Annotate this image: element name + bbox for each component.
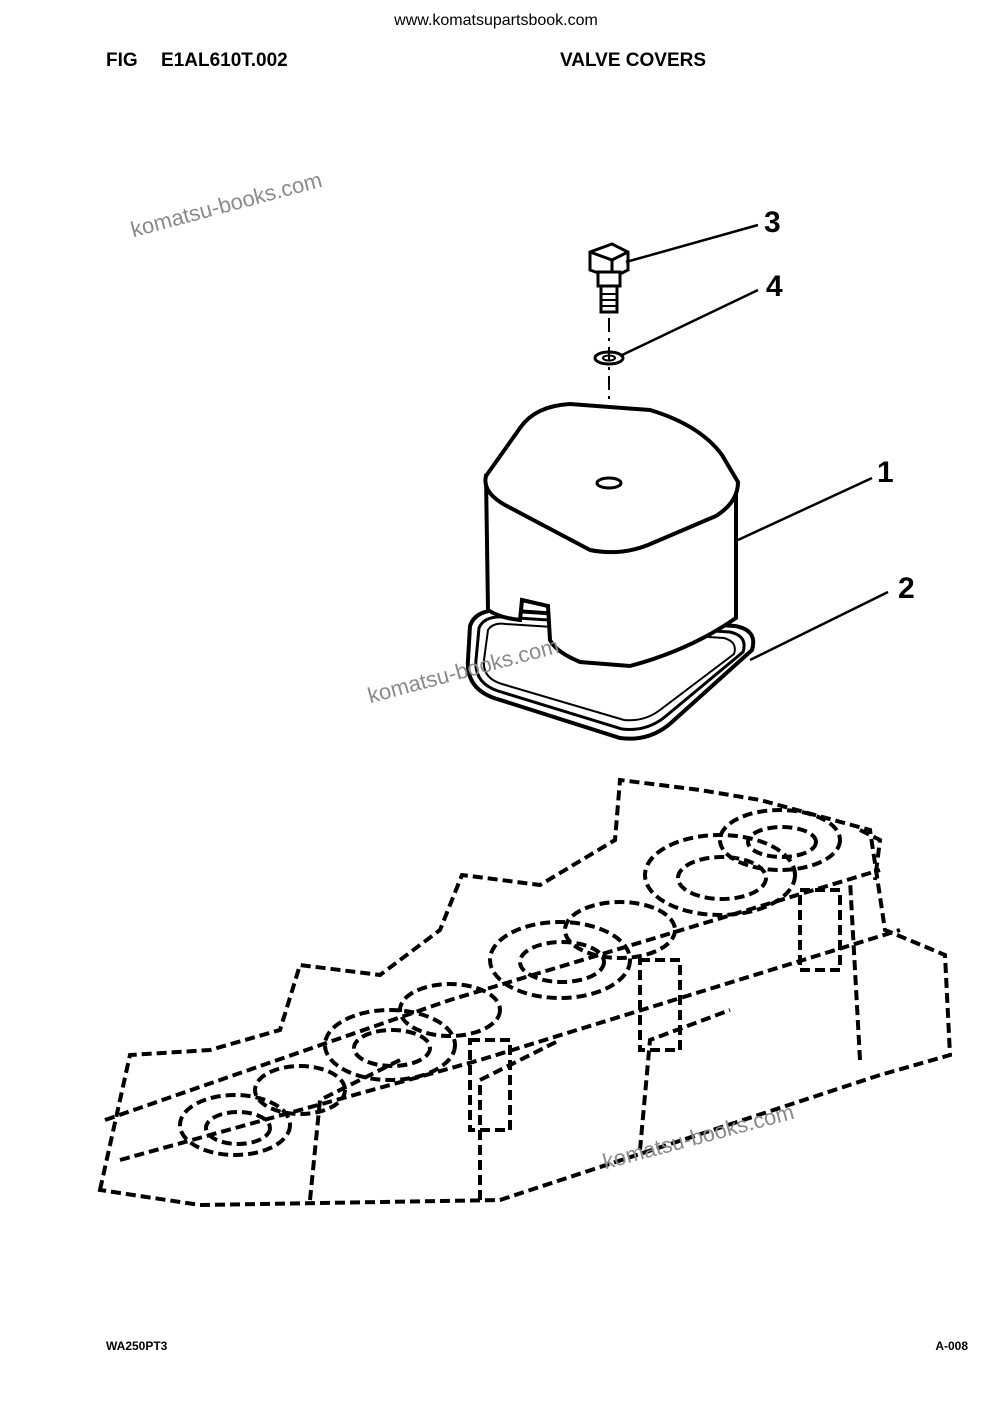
model-code: WA250PT3 [106,1339,168,1353]
leader-lines [619,223,889,662]
page-number: A-008 [935,1339,968,1353]
fig-label: FIG [106,50,138,71]
valve-cover-part [483,401,741,669]
callout-4: 4 [766,270,783,303]
site-url: www.komatsupartsbook.com [394,12,598,29]
figure-title: VALVE COVERS [560,50,707,71]
cylinder-head-part [97,777,953,1208]
fig-code: E1AL610T.002 [161,50,288,71]
bolt-part [588,242,630,314]
callout-2: 2 [898,572,915,605]
callout-3: 3 [764,206,781,239]
callout-1: 1 [877,456,894,489]
